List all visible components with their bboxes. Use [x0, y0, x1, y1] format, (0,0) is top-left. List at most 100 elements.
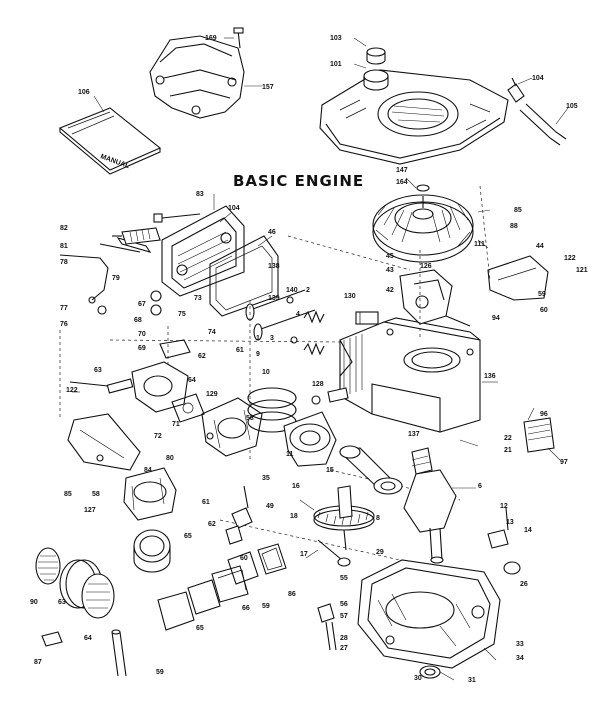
air-filter-element-part [133, 529, 171, 573]
callout-101: 101 [330, 61, 342, 68]
callout-9: 4 [296, 311, 300, 318]
callout-77: 77 [60, 305, 68, 312]
flywheel-part [372, 184, 474, 263]
callout-23: 18 [290, 513, 298, 520]
callout-54: 56 [340, 601, 348, 608]
callout-104: 104 [532, 75, 544, 82]
callout-67: 67 [138, 301, 146, 308]
callout-91: 63 [58, 599, 66, 606]
callout-103: 103 [330, 35, 342, 42]
callout-113: 94 [492, 315, 500, 322]
callout-21: 16 [292, 483, 300, 490]
air-cleaner-screen-part [35, 547, 61, 585]
camshaft-part [313, 485, 375, 551]
callout-20: 15 [326, 467, 334, 474]
callout-53: 55 [340, 575, 348, 582]
callout-92: 64 [84, 635, 92, 642]
callout-58: 60 [240, 555, 248, 562]
callout-43: 43 [386, 267, 394, 274]
callout-35: 30 [414, 675, 422, 682]
valve-lifter-part [317, 539, 351, 567]
callout-48: 49 [266, 503, 274, 510]
callout-86b: 59 [538, 291, 546, 298]
callout-81: 81 [60, 243, 68, 250]
bolt-part [233, 27, 244, 49]
callout-79: 79 [112, 275, 120, 282]
oil-sump-part [357, 559, 501, 669]
callout-84: 58 [92, 491, 100, 498]
breather-part [355, 311, 379, 325]
connecting-rod-part [338, 445, 403, 495]
valve-part [245, 289, 316, 341]
carburetor-part [69, 339, 191, 413]
callout-98: 87 [34, 659, 42, 666]
callout-13: 8 [376, 515, 380, 522]
callout-164: 164 [396, 179, 408, 186]
valve-cover-part [157, 565, 249, 631]
callout-129: 129 [206, 391, 218, 398]
callout-65: 80 [166, 455, 174, 462]
callout-57: 59 [262, 603, 270, 610]
heat-shield-part [67, 413, 141, 471]
callout-93: 65 [196, 625, 204, 632]
callout-62: 64 [188, 377, 196, 384]
callout-5: 140 [286, 287, 298, 294]
callout-19: 14 [524, 527, 532, 534]
callout-147: 147 [396, 167, 408, 174]
fuel-cap-part [363, 47, 389, 91]
callout-74: 74 [208, 329, 216, 336]
callout-100: 90 [30, 599, 38, 606]
head-gasket-part [209, 235, 279, 317]
oil-fill-part [317, 603, 337, 651]
callout-90: 62 [208, 521, 216, 528]
callout-115: 96 [540, 411, 548, 418]
callout-82: 82 [60, 225, 68, 232]
valve-cover-gasket-part [227, 543, 287, 585]
owner-manual-part: MANUAL [58, 107, 162, 175]
leader-lines [72, 37, 569, 681]
callout-46: 46 [268, 229, 276, 236]
callout-75: 75 [178, 311, 186, 318]
valve-spring-part [286, 296, 325, 356]
callout-56: 58 [246, 415, 254, 422]
callout-39: 34 [516, 655, 524, 662]
callout-63: 65 [184, 533, 192, 540]
callout-116: 97 [560, 459, 568, 466]
callout-44: 44 [536, 243, 544, 250]
piston-pin-part [311, 387, 349, 405]
crankshaft-part [403, 447, 457, 564]
callout-88: 88 [510, 223, 518, 230]
callout-14: 9 [256, 351, 260, 358]
callout-41: 42 [386, 287, 394, 294]
callout-61: 63 [94, 367, 102, 374]
callout-38: 33 [516, 641, 524, 648]
callout-70: 70 [138, 331, 146, 338]
callout-18: 13 [506, 519, 514, 526]
callout-11: 6 [478, 483, 482, 490]
decal-part [41, 631, 63, 647]
callout-169: 169 [205, 35, 217, 42]
callout-69: 69 [138, 345, 146, 352]
callout-127: 127 [84, 507, 96, 514]
callout-97: 86 [288, 591, 296, 598]
governor-linkage-part [59, 237, 162, 316]
muffler-part [123, 467, 177, 521]
callout-16: 11 [286, 451, 294, 458]
callout-22: 17 [300, 551, 308, 558]
callout-59: 61 [236, 347, 244, 354]
callout-131: 111 [474, 241, 485, 248]
callout-122: 122 [66, 387, 78, 394]
oil-seal-part [419, 665, 441, 679]
callout-3: 138 [268, 263, 280, 270]
callout-60: 62 [198, 353, 206, 360]
callout-2: 137 [408, 431, 420, 438]
callout-68: 68 [134, 317, 142, 324]
callout-47: 104 [228, 205, 240, 212]
callout-40: 35 [262, 475, 270, 482]
callout-136: 106 [78, 89, 90, 96]
callout-73: 73 [194, 295, 202, 302]
callout-86: 59 [156, 669, 164, 676]
callout-122b: 122 [564, 255, 576, 262]
air-cleaner-cover-part [81, 573, 115, 619]
callout-89: 61 [202, 499, 210, 506]
